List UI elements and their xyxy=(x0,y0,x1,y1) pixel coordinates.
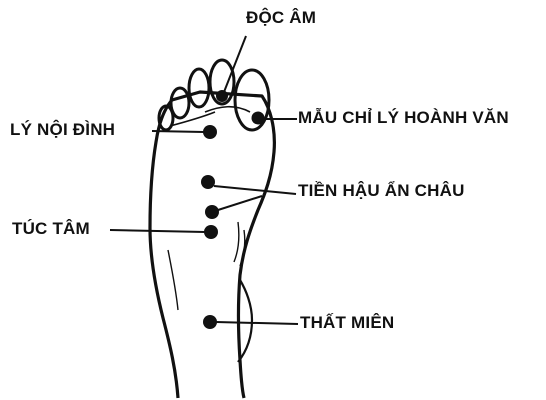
acupoint-tien-hau-2 xyxy=(205,205,219,219)
acupoint-that-mien xyxy=(203,315,217,329)
label-that-mien: THẤT MIÊN xyxy=(300,313,394,333)
label-tuc-tam: TÚC TÂM xyxy=(12,219,90,239)
label-ly-noi-dinh: LÝ NỘI ĐÌNH xyxy=(10,120,115,140)
acupoint-doc-am xyxy=(216,90,228,102)
third-toe xyxy=(189,69,209,107)
label-doc-am: ĐỘC ÂM xyxy=(246,8,316,28)
label-tien-hau-an-chau: TIỀN HẬU ẨN CHÂU xyxy=(298,181,465,201)
acupoint-ly-noi-dinh xyxy=(203,125,217,139)
leader-tien-hau-upper xyxy=(214,186,296,194)
acupoint-tuc-tam xyxy=(204,225,218,239)
leader-tuc-tam xyxy=(110,230,205,232)
leader-ly-noi-dinh xyxy=(152,131,204,132)
leader-that-mien xyxy=(216,322,298,324)
acupoint-tien-hau-1 xyxy=(201,175,215,189)
label-mau-chi-ly-hoanh-van: MẪU CHỈ LÝ HOÀNH VĂN xyxy=(298,108,509,128)
inner-arch-line xyxy=(168,250,178,310)
leader-tien-hau-lower xyxy=(218,196,262,210)
